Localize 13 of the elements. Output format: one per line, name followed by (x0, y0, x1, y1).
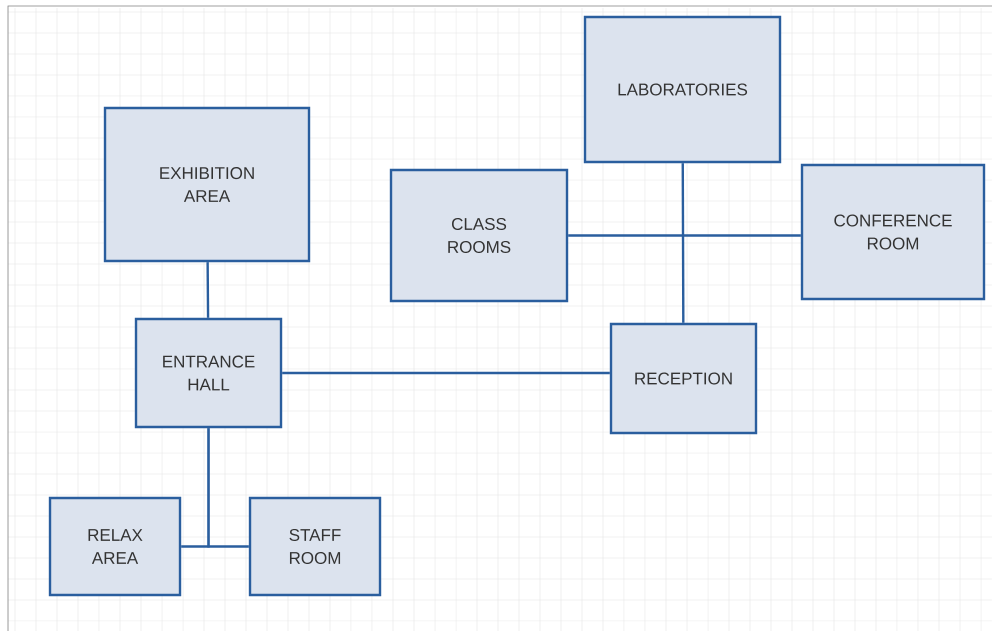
room-box: CLASS ROOMS (390, 168, 568, 302)
room-box: EXHIBITION AREA (104, 106, 310, 262)
connector-line (682, 163, 685, 323)
connector-line (207, 428, 249, 548)
room-box: CONFERENCE ROOM (800, 164, 986, 300)
room-box: STAFF ROOM (248, 496, 382, 596)
room-box: RECEPTION (610, 322, 758, 434)
connector-line (206, 262, 210, 318)
connector-line (282, 372, 610, 374)
room-box: LABORATORIES (584, 16, 782, 164)
connector-line (568, 234, 801, 237)
room-box: ENTRANCE HALL (134, 318, 282, 428)
room-box: RELAX AREA (48, 496, 182, 596)
